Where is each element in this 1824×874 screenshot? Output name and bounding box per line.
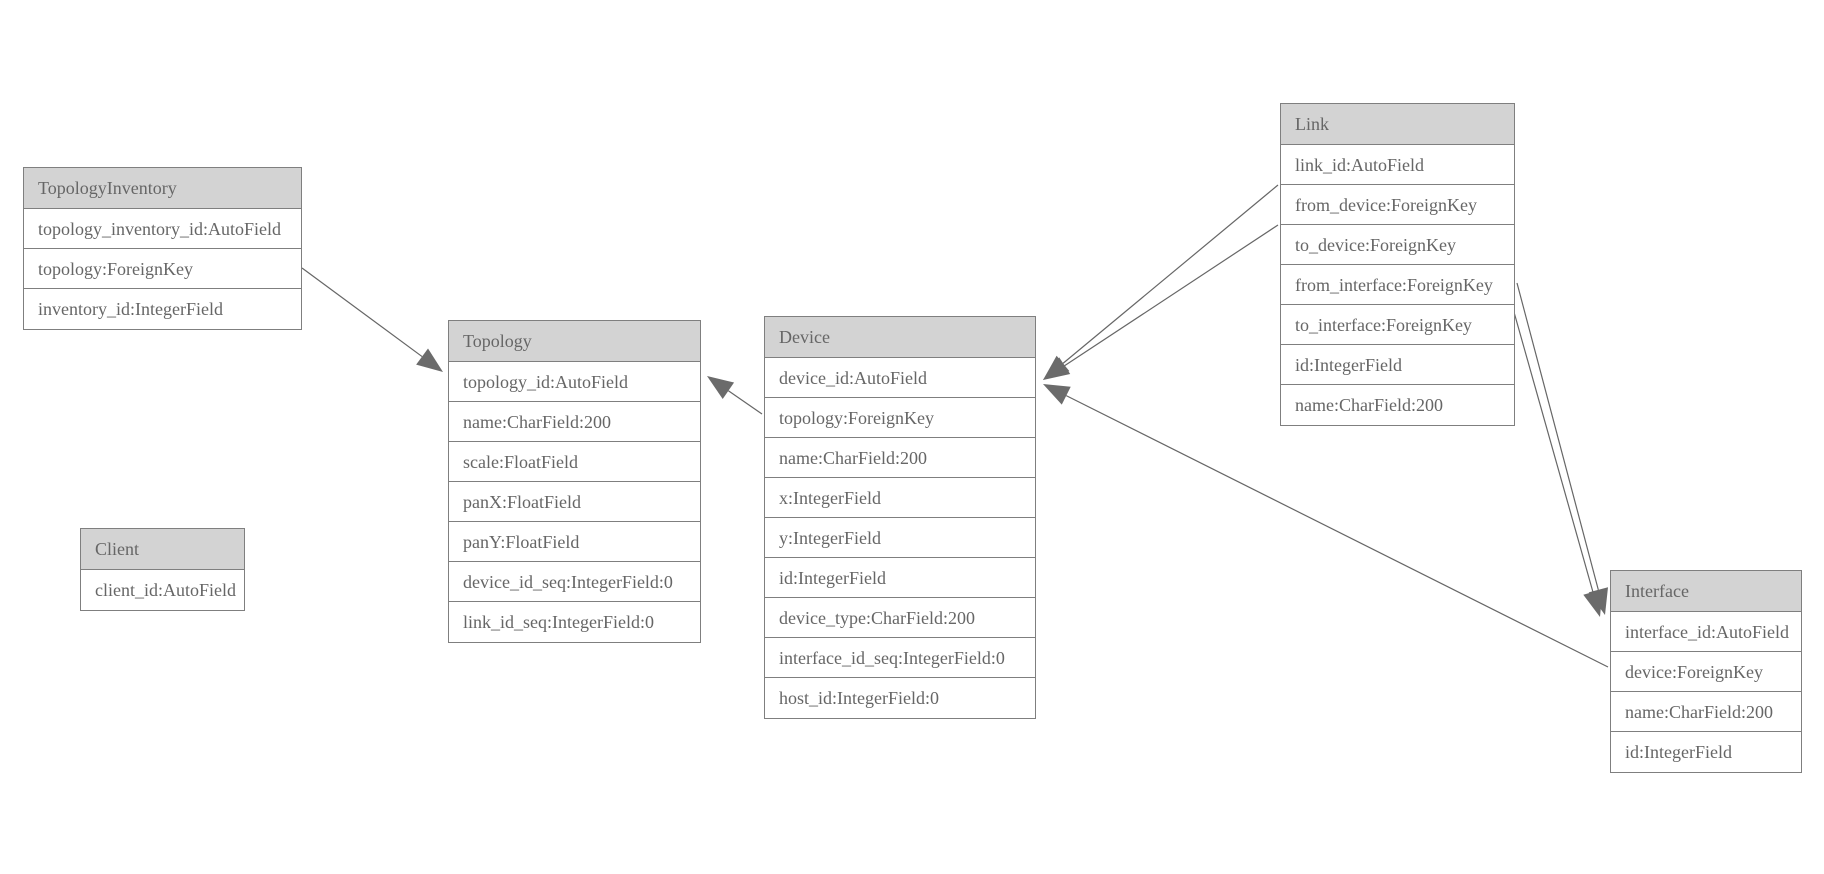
relationship-line <box>1065 395 1609 668</box>
relationship-link-from-interface[interactable] <box>1516 282 1609 615</box>
entity-field-row[interactable]: name:CharField:200 <box>1281 385 1514 425</box>
entity-field-row[interactable]: interface_id:AutoField <box>1611 612 1801 652</box>
entity-field-row[interactable]: inventory_id:IntegerField <box>24 289 301 329</box>
entity-field-row[interactable]: to_interface:ForeignKey <box>1281 305 1514 345</box>
relationship-link-from-device[interactable] <box>1043 184 1279 380</box>
arrowhead-icon <box>1588 587 1609 615</box>
entity-field-row[interactable]: name:CharField:200 <box>765 438 1035 478</box>
relationship-link-to-interface[interactable] <box>1511 304 1603 617</box>
entity-field-row[interactable]: device_type:CharField:200 <box>765 598 1035 638</box>
relationship-line <box>301 267 423 358</box>
entity-field-row[interactable]: to_device:ForeignKey <box>1281 225 1514 265</box>
entity-field-row[interactable]: y:IntegerField <box>765 518 1035 558</box>
entity-field-row[interactable]: name:CharField:200 <box>449 402 700 442</box>
entity-field-row[interactable]: from_device:ForeignKey <box>1281 185 1514 225</box>
entity-title-interface: Interface <box>1611 571 1801 612</box>
relationship-line <box>1511 304 1594 593</box>
entity-field-row[interactable]: id:IntegerField <box>1281 345 1514 385</box>
arrowhead-icon <box>707 376 735 400</box>
relationship-line <box>728 390 763 415</box>
entity-field-row[interactable]: interface_id_seq:IntegerField:0 <box>765 638 1035 678</box>
entity-field-row[interactable]: device_id_seq:IntegerField:0 <box>449 562 700 602</box>
relationship-line <box>1064 224 1279 367</box>
relationship-interface-device[interactable] <box>1043 384 1609 668</box>
entity-field-row[interactable]: topology_inventory_id:AutoField <box>24 209 301 249</box>
arrowhead-icon <box>1043 357 1071 380</box>
entity-title-client: Client <box>81 529 244 570</box>
entity-field-row[interactable]: link_id:AutoField <box>1281 145 1514 185</box>
entity-field-row[interactable]: name:CharField:200 <box>1611 692 1801 732</box>
arrowhead-icon <box>1043 355 1070 380</box>
entity-title-device: Device <box>765 317 1035 358</box>
relationship-line <box>1516 282 1599 591</box>
relationship-link-to-device[interactable] <box>1043 224 1279 380</box>
arrowhead-icon <box>1043 384 1071 405</box>
entity-title-topologyinventory: TopologyInventory <box>24 168 301 209</box>
arrowhead-icon <box>1583 589 1603 617</box>
entity-field-row[interactable]: id:IntegerField <box>1611 732 1801 772</box>
entity-field-row[interactable]: panY:FloatField <box>449 522 700 562</box>
relationship-device-topology[interactable] <box>707 376 763 415</box>
entity-field-row[interactable]: id:IntegerField <box>765 558 1035 598</box>
entity-field-row[interactable]: client_id:AutoField <box>81 570 244 610</box>
entity-field-row[interactable]: topology:ForeignKey <box>765 398 1035 438</box>
entity-field-row[interactable]: panX:FloatField <box>449 482 700 522</box>
arrowhead-icon <box>416 348 443 372</box>
entity-field-row[interactable]: link_id_seq:IntegerField:0 <box>449 602 700 642</box>
entity-field-row[interactable]: device_id:AutoField <box>765 358 1035 398</box>
relationship-topologyinventory-topology[interactable] <box>301 267 443 372</box>
entity-field-row[interactable]: topology:ForeignKey <box>24 249 301 289</box>
entity-title-topology: Topology <box>449 321 700 362</box>
entity-title-link: Link <box>1281 104 1514 145</box>
entity-field-row[interactable]: device:ForeignKey <box>1611 652 1801 692</box>
entity-field-row[interactable]: scale:FloatField <box>449 442 700 482</box>
relationship-line <box>1062 184 1279 364</box>
entity-field-row[interactable]: topology_id:AutoField <box>449 362 700 402</box>
entity-field-row[interactable]: x:IntegerField <box>765 478 1035 518</box>
entity-field-row[interactable]: from_interface:ForeignKey <box>1281 265 1514 305</box>
entity-field-row[interactable]: host_id:IntegerField:0 <box>765 678 1035 718</box>
